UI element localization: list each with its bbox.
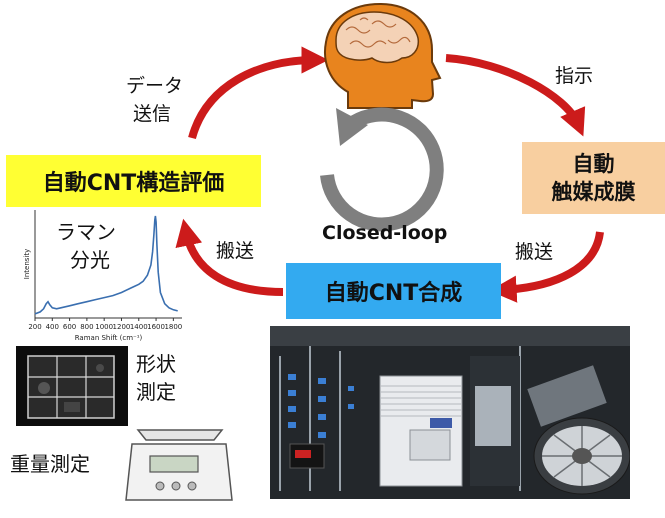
raman-label-line1: ラマン <box>56 220 116 244</box>
catalyst-box-line1: 自動 <box>572 152 615 176</box>
x-tick-label: 1000 <box>95 323 113 331</box>
x-tick-label: 200 <box>28 323 41 331</box>
weight-label: 重量測定 <box>10 452 90 476</box>
x-axis-label: Raman Shift (cm⁻¹) <box>75 334 143 342</box>
catalyst-box-line2: 触媒成膜 <box>551 180 636 204</box>
x-tick-label: 1200 <box>113 323 131 331</box>
brain-folds <box>345 17 411 48</box>
x-tick-label: 1800 <box>164 323 182 331</box>
x-tick-label: 400 <box>46 323 59 331</box>
brain-shape <box>335 11 420 64</box>
arrow-brain-to-catalyst <box>445 54 586 137</box>
synthesis-equipment-photo <box>270 326 630 499</box>
arrow-eval-to-brain <box>188 46 329 140</box>
transport-label-right: 搬送 <box>515 241 554 263</box>
x-tick-label: 800 <box>80 323 93 331</box>
shape-label-line2: 測定 <box>136 380 176 404</box>
evaluation-box: 自動CNT構造評価 <box>6 155 261 207</box>
shape-label-line1: 形状 <box>136 352 176 376</box>
shape-sample-image <box>16 346 128 426</box>
arrow-catalyst-to-synthesis <box>489 231 604 303</box>
synthesis-box: 自動CNT合成 <box>286 263 501 319</box>
data-send-label-line1: データ <box>126 75 184 97</box>
loop-arc <box>320 107 444 232</box>
closed-loop-label: Closed-loop <box>322 222 448 244</box>
y-axis-label: Intensity <box>23 249 31 279</box>
data-send-label-line2: 送信 <box>133 103 172 125</box>
instruct-label: 指示 <box>555 65 594 87</box>
x-tick-label: 600 <box>63 323 76 331</box>
raman-spectrum-line <box>34 215 178 315</box>
x-tick-label: 1400 <box>130 323 148 331</box>
loop-arrowhead <box>336 108 368 146</box>
raman-label-line2: 分光 <box>70 248 110 272</box>
catalyst-box: 自動 触媒成膜 <box>522 142 665 214</box>
arrow-synthesis-to-eval <box>175 218 284 296</box>
x-tick-label: 1600 <box>147 323 165 331</box>
transport-label-left: 搬送 <box>216 240 255 262</box>
